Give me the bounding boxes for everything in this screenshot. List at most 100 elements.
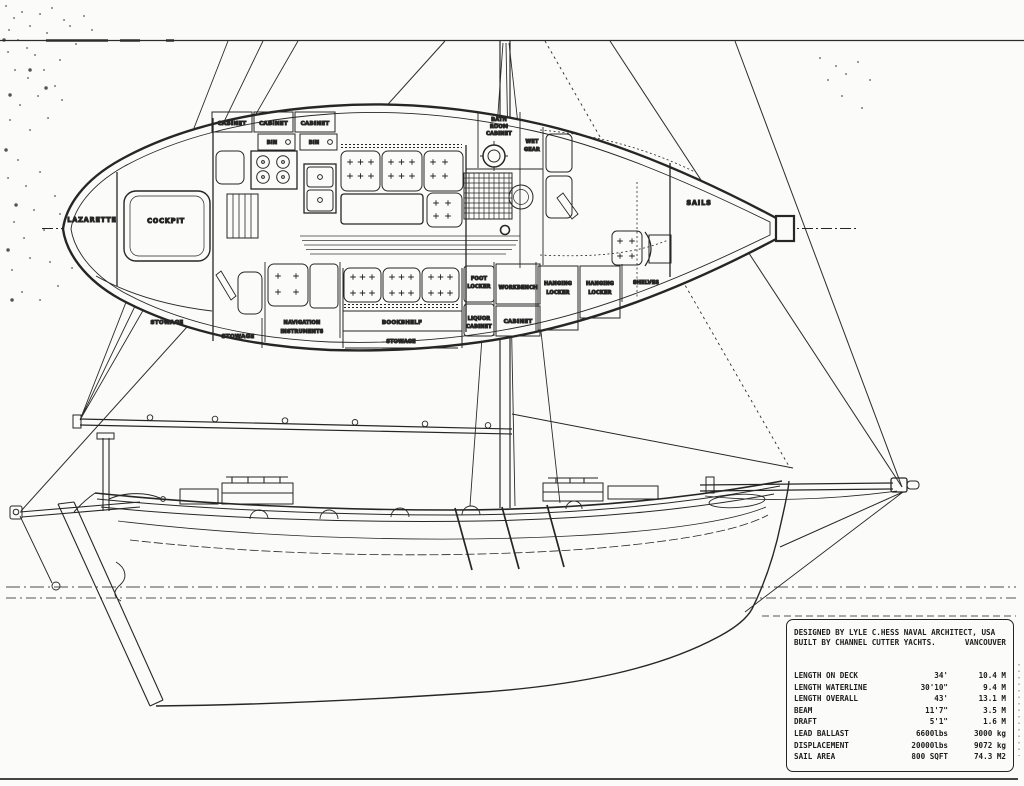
grating-head-floor	[463, 172, 513, 220]
spec-table: DESIGNED BY LYLE C.HESS NAVAL ARCHITECT,…	[786, 619, 1014, 772]
spec-imperial: 6600lbs	[915, 728, 948, 738]
spec-metric: 3000 kg	[973, 728, 1006, 738]
spec-row-sail-area: SAIL AREA 800 SQFT 74.3 M2	[794, 752, 1006, 764]
profile-view	[9, 413, 920, 707]
spec-rows: LENGTH ON DECK 34' 10.4 M LENGTH WATERLI…	[794, 671, 1006, 764]
label-bath-room-cabinet-2: ROOM	[490, 124, 508, 130]
galley-bin-2	[299, 133, 338, 151]
label-sails: SAILS	[686, 199, 711, 207]
label-cabinet-2: CABINET	[259, 121, 288, 127]
deck-plan-inner-sheer	[70, 111, 771, 343]
tiller-knob	[160, 496, 166, 502]
label-hanging-locker-1a: HANGING	[544, 281, 572, 287]
galley-cabinet-2	[253, 111, 294, 133]
spec-label: LEAD BALLAST	[794, 728, 849, 738]
bowsprit-footrope	[704, 490, 898, 500]
label-cabinet-1: CABINET	[218, 121, 247, 127]
label-navigation-2: INSTRUMENTS	[281, 329, 324, 335]
profile-plank-seam-b	[129, 514, 769, 556]
label-foot-locker-1: FOOT	[471, 276, 488, 282]
hanging-locker-box-1	[537, 265, 579, 331]
nav-seat-cushion	[267, 263, 309, 307]
cockpit-well-inner	[129, 195, 205, 257]
workbench-box	[495, 263, 541, 305]
label-bin-2: BIN	[309, 140, 320, 146]
label-cabinet-4: CABINET	[504, 319, 533, 325]
saloon-table	[340, 193, 424, 225]
spec-location: VANCOUVER	[964, 638, 1006, 648]
sink-drain-2	[317, 197, 323, 203]
boomkin-sheave	[12, 508, 20, 516]
label-hanging-locker-1b: LOCKER	[546, 290, 569, 296]
settee-cushion-port-1	[340, 150, 381, 192]
spec-metric: 13.1 M	[978, 694, 1006, 704]
speckle-noise-fine	[5, 5, 871, 301]
label-bath-room-cabinet-3: CABINET	[486, 131, 512, 137]
label-shelves: SHELVES	[633, 280, 659, 286]
spec-metric: 10.4 M	[978, 670, 1006, 680]
galley-bin-1	[257, 133, 296, 151]
fwd-deck-box	[607, 485, 659, 500]
companionway-ladder	[226, 193, 259, 239]
stern-transom-rake	[73, 492, 96, 513]
toilet-seat-marks	[480, 141, 508, 171]
boom-spar	[79, 418, 513, 435]
spec-label: LENGTH WATERLINE	[794, 682, 868, 692]
label-stowage-2: STOWAGE	[221, 334, 254, 340]
liquor-cabinet-box	[463, 303, 495, 337]
spec-row-beam: BEAM 11'7" 3.5 M	[794, 706, 1006, 718]
profile-keel-and-stem	[155, 480, 790, 707]
spec-imperial: 5'1"	[929, 717, 948, 727]
profile-sheer-line	[94, 480, 783, 511]
boomkin-shroud-block	[51, 581, 61, 591]
aft-seat-shape	[237, 271, 263, 315]
bow-anchor-shape	[708, 493, 766, 509]
spec-imperial: 20000lbs	[911, 740, 948, 750]
label-navigation-1: NAVIGATION	[284, 320, 321, 326]
spec-imperial: 11'7"	[925, 705, 948, 715]
sink-basin-1	[306, 166, 334, 188]
spec-row-length-on-deck: LENGTH ON DECK 34' 10.4 M	[794, 671, 1006, 683]
boomkin-tip-block	[9, 505, 23, 520]
label-cabinet-3: CABINET	[301, 121, 330, 127]
label-bath-room-cabinet-1: BATH	[491, 117, 507, 123]
fwd-seat-cushion	[611, 230, 643, 266]
spec-imperial: 43'	[934, 694, 948, 704]
galley-cabinet-3	[294, 111, 336, 133]
spec-row-length-waterline: LENGTH WATERLINE 30'10" 9.4 M	[794, 683, 1006, 695]
spec-imperial: 34'	[934, 670, 948, 680]
fwd-seat-back	[644, 231, 652, 267]
ladder-treads	[232, 194, 252, 238]
boomkin-spar	[19, 501, 141, 518]
label-wet-gear-2: GEAR	[524, 147, 540, 153]
tiller-stowed-shape	[556, 192, 579, 220]
bobstay-upper	[779, 491, 904, 548]
spec-imperial: 800 SQFT	[911, 752, 948, 762]
spec-label: BEAM	[794, 705, 813, 715]
speckle-noise-heavy	[2, 38, 48, 302]
label-foot-locker-2: LOCKER	[467, 284, 490, 290]
cabin-sole-planks	[300, 235, 520, 255]
hanging-locker-box-2	[579, 265, 621, 319]
icebox	[215, 150, 245, 185]
foot-locker-box	[463, 265, 495, 303]
nav-table	[309, 263, 339, 309]
spec-designed-by: DESIGNED BY LYLE C.HESS NAVAL ARCHITECT,…	[794, 628, 996, 637]
rudder-head-scroll	[114, 561, 126, 602]
spec-row-lead-ballast: LEAD BALLAST 6600lbs 3000 kg	[794, 729, 1006, 741]
companionway-hatch	[179, 488, 219, 505]
spec-label: SAIL AREA	[794, 752, 836, 762]
bulkhead-lines	[116, 118, 671, 341]
scan-artifacts	[0, 5, 1024, 780]
cockpit-well	[123, 190, 211, 262]
fwd-berth-dotted-outline	[539, 129, 696, 257]
label-lazarette: LAZARETTE	[67, 216, 117, 224]
rudder-blade	[57, 501, 164, 707]
label-wet-gear-1: WET	[525, 139, 538, 145]
sink-drain-1	[317, 174, 323, 180]
deck-vent-bumps	[249, 500, 583, 520]
deck-plan-view: LAZARETTE COCKPIT CABINET CABINET CABINE…	[42, 103, 858, 352]
bow-stem-cap	[774, 214, 796, 243]
profile-covering-board	[96, 485, 781, 516]
